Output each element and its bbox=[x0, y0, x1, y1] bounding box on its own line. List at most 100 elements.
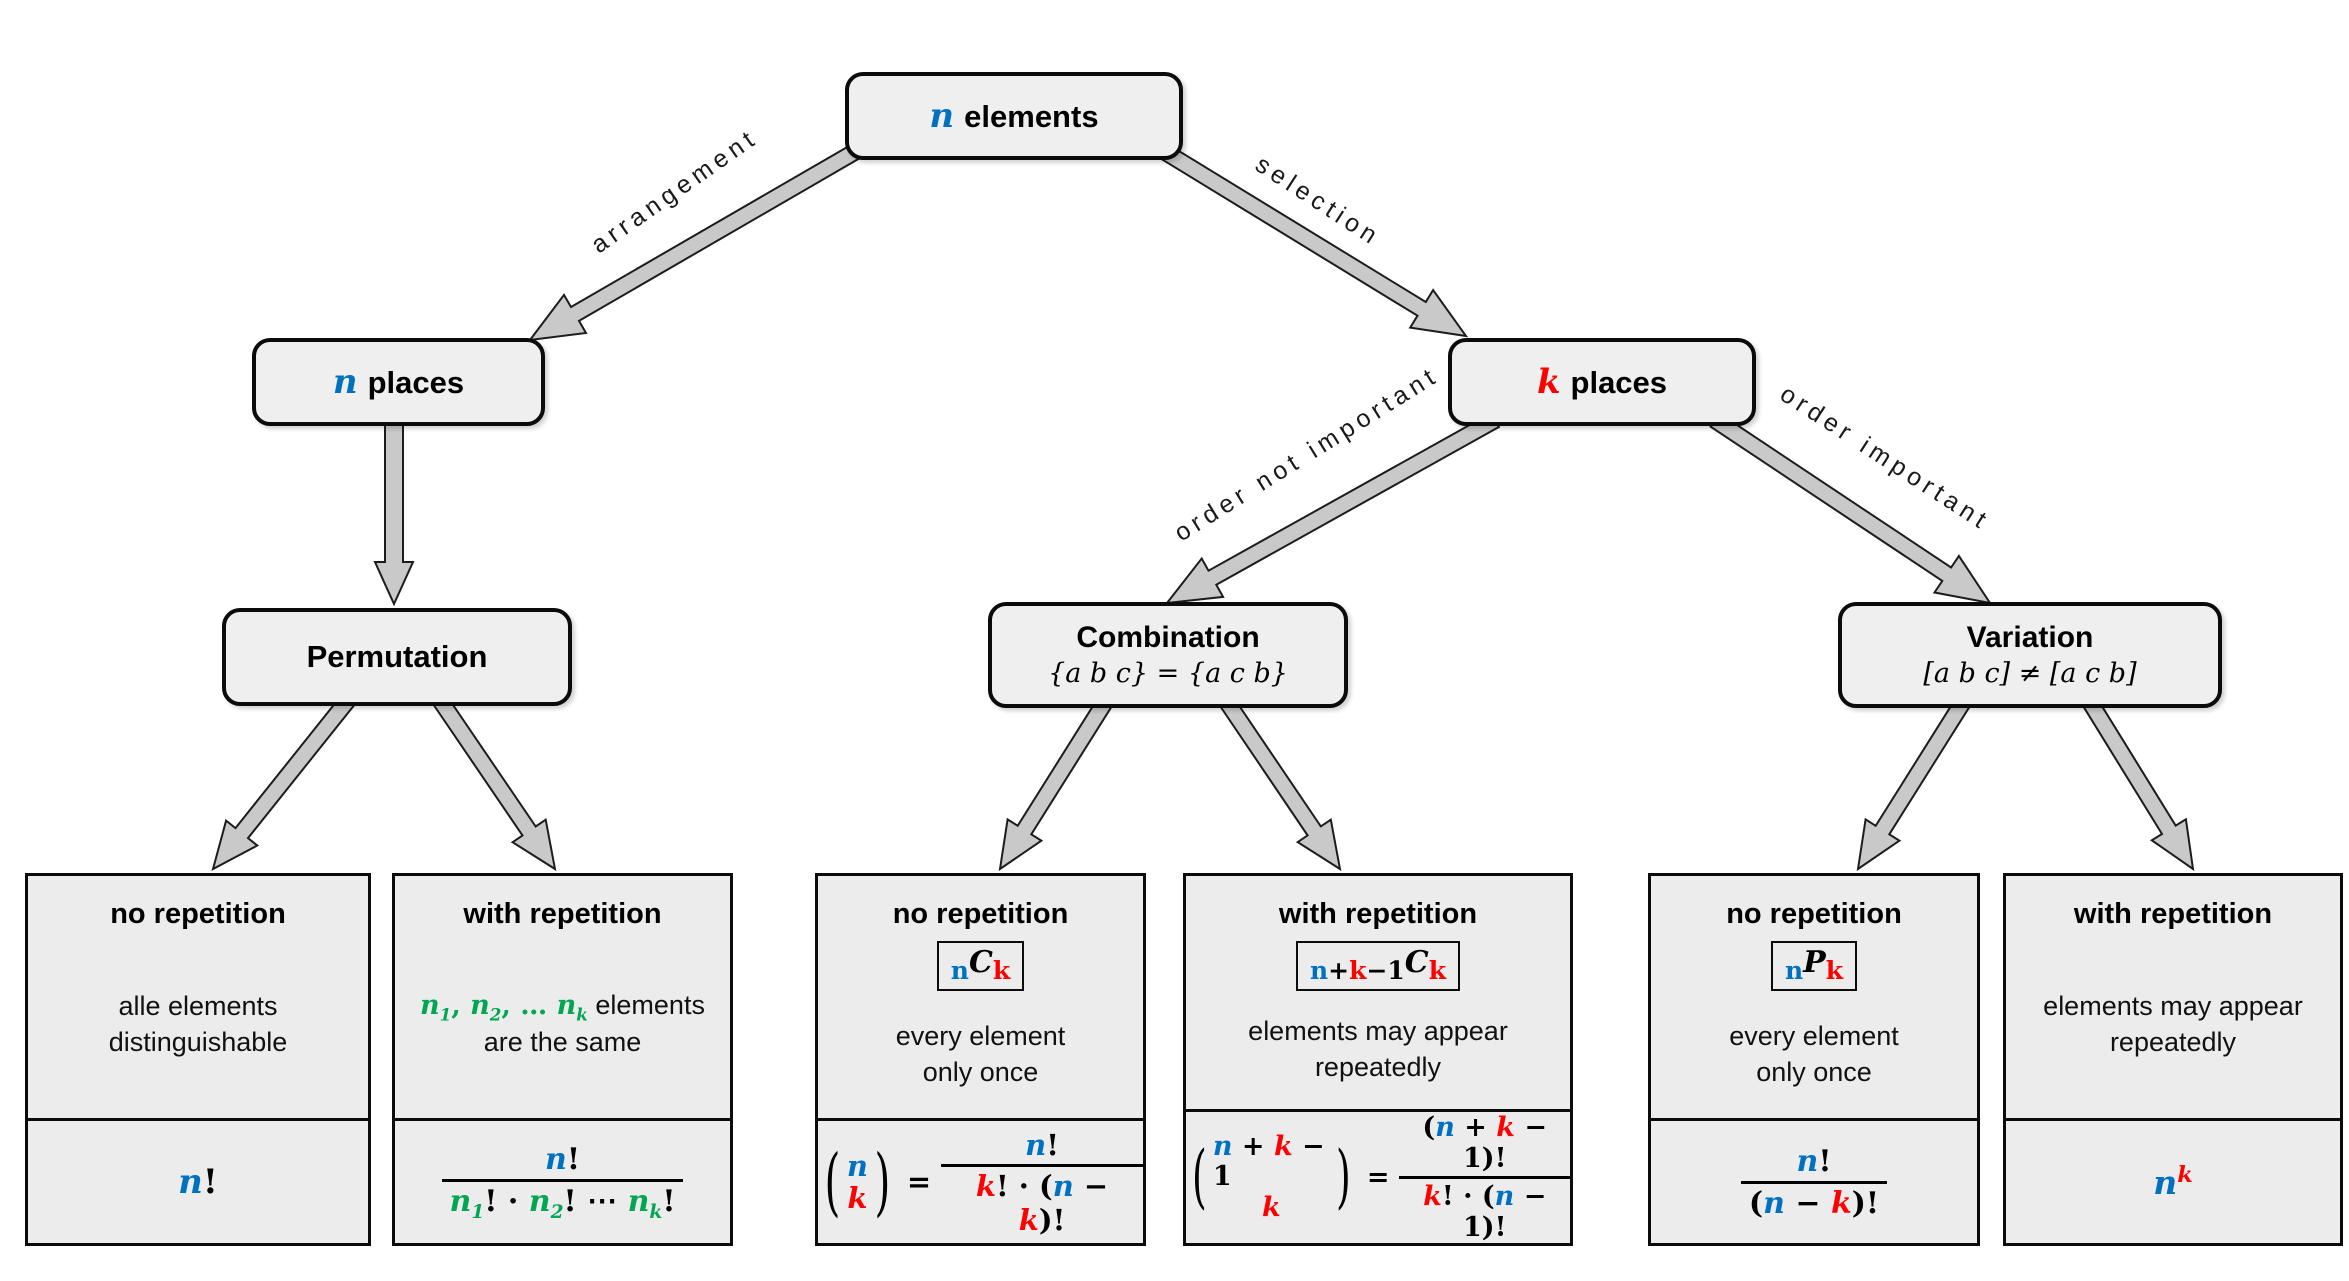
arrow-k-places-to-combination bbox=[1164, 411, 1501, 605]
arrow-variation-to-with-repetition bbox=[2081, 696, 2195, 872]
formula-token: ! ⋯ bbox=[563, 1183, 628, 1219]
description-text: are the same bbox=[483, 1027, 642, 1058]
node-subtitle: [a b c] ≠ [a c b] bbox=[1923, 658, 2137, 689]
formula-token: ! bbox=[1046, 1127, 1059, 1162]
variable-n: n bbox=[929, 96, 955, 136]
formula-token: ! · bbox=[484, 1183, 529, 1219]
formula-token: n bbox=[1052, 1168, 1074, 1203]
formula-token: = bbox=[1366, 1162, 1390, 1193]
leaf-formula: nk bbox=[2006, 1118, 2340, 1243]
leaf-title: with repetition bbox=[463, 898, 662, 930]
formula-token: k bbox=[847, 1181, 868, 1215]
formula-token: n bbox=[420, 989, 440, 1021]
formula-token: ) bbox=[1336, 1137, 1351, 1218]
formula-token: k bbox=[649, 1201, 663, 1223]
leaf-formula: n! (n − k)! bbox=[1651, 1118, 1977, 1243]
formula-token: ! bbox=[202, 1162, 218, 1202]
formula-token: n bbox=[627, 1183, 650, 1219]
node-label: elements bbox=[964, 99, 1099, 134]
formula-token: n bbox=[1435, 1112, 1455, 1143]
leaf-variation-with-repetition: with repetition elements may appear repe… bbox=[2003, 873, 2343, 1246]
formula-token: n bbox=[470, 989, 490, 1021]
formula-token: = bbox=[906, 1165, 932, 1199]
formula-token: ! · ( bbox=[995, 1168, 1053, 1203]
symbol-badge-nCk: nCk bbox=[936, 941, 1025, 991]
arrow-variation-to-no-repetition bbox=[1856, 696, 1972, 872]
formula-token: ) bbox=[874, 1138, 891, 1225]
node-title: Variation bbox=[1966, 621, 2094, 654]
formula-token: n bbox=[1309, 956, 1329, 985]
formula-token: n bbox=[1763, 1185, 1785, 1221]
formula-token: ! bbox=[566, 1141, 580, 1177]
leaf-description: n1, n2, … nk elements are the same bbox=[420, 931, 705, 1118]
symbol-badge-nPk: nPk bbox=[1770, 941, 1858, 991]
formula-token: k bbox=[576, 1004, 588, 1025]
formula-token: P bbox=[1803, 945, 1826, 980]
leaf-formula: n! n1! · n2! ⋯ nk! bbox=[395, 1118, 730, 1243]
node-title: Permutation bbox=[306, 639, 488, 674]
leaf-title: with repetition bbox=[1278, 898, 1478, 930]
arrow-permutation-to-with-repetition bbox=[432, 694, 557, 872]
formula-token: )! bbox=[1038, 1202, 1066, 1237]
formula-token: n bbox=[2153, 1163, 2178, 1202]
formula-token: k bbox=[2177, 1162, 2193, 1188]
formula-token: ! bbox=[1818, 1143, 1832, 1179]
formula-token: k bbox=[1349, 956, 1367, 985]
formula-token: n bbox=[528, 1183, 551, 1219]
node-n-elements: n elements bbox=[845, 72, 1183, 160]
formula-token: n bbox=[545, 1141, 567, 1177]
formula-token: n bbox=[846, 1148, 868, 1183]
formula-token: k bbox=[1018, 1202, 1039, 1237]
arrow-permutation-to-no-repetition bbox=[211, 693, 356, 871]
formula-token: − 1 bbox=[1212, 1131, 1325, 1193]
formula-token: 1 bbox=[471, 1201, 485, 1223]
node-variation: Variation [a b c] ≠ [a c b] bbox=[1838, 602, 2222, 708]
formula-token: −1 bbox=[1366, 956, 1405, 985]
formula-token: k bbox=[1262, 1191, 1281, 1223]
arrow-combination-to-no-repetition bbox=[998, 696, 1114, 872]
formula-token: − 1)! bbox=[1463, 1112, 1548, 1174]
node-label: places bbox=[1570, 365, 1668, 400]
formula-token: n bbox=[449, 1183, 472, 1219]
formula-token: + bbox=[1454, 1112, 1497, 1143]
formula-token: ( bbox=[824, 1138, 841, 1225]
formula-token: 2 bbox=[489, 1004, 502, 1025]
formula-token: ( bbox=[1748, 1185, 1764, 1221]
leaf-description: elements may appear repeatedly bbox=[1248, 1016, 1508, 1082]
leaf-combination-no-repetition: no repetition nCk every element only onc… bbox=[815, 873, 1146, 1246]
variable-k: k bbox=[1536, 362, 1561, 402]
node-permutation: Permutation bbox=[222, 608, 572, 706]
leaf-description: every element only once bbox=[1729, 1020, 1899, 1087]
formula-token: k bbox=[1428, 956, 1447, 985]
leaf-formula: n! bbox=[28, 1118, 368, 1243]
leaf-permutation-with-repetition: with repetition n1, n2, … nk elements ar… bbox=[392, 873, 733, 1246]
leaf-description: alle elements distinguishable bbox=[108, 990, 288, 1057]
formula-token: ! · ( bbox=[1441, 1181, 1495, 1212]
formula-token: n bbox=[1494, 1181, 1515, 1212]
formula-token: + bbox=[1232, 1131, 1274, 1163]
leaf-description: every element only once bbox=[895, 1020, 1066, 1087]
formula-token: k bbox=[992, 956, 1011, 985]
arrow-n-places-to-permutation bbox=[373, 417, 415, 607]
formula-token: k bbox=[1825, 956, 1844, 985]
leaf-title: no repetition bbox=[110, 898, 286, 930]
formula-token: − 1)! bbox=[1463, 1181, 1547, 1243]
arrow-k-places-to-variation bbox=[1709, 411, 1993, 605]
arrow-elements-to-n-places bbox=[527, 141, 864, 342]
node-label: places bbox=[367, 365, 465, 400]
formula-token: ( bbox=[1422, 1112, 1436, 1143]
formula-token: − bbox=[1073, 1168, 1109, 1203]
node-subtitle: {a b c} = {a c b} bbox=[1048, 658, 1288, 689]
formula-token: n bbox=[1212, 1131, 1233, 1163]
node-title: Combination bbox=[1076, 621, 1260, 654]
leaf-title: with repetition bbox=[2073, 898, 2273, 930]
formula-token: − bbox=[1784, 1185, 1831, 1221]
leaf-title: no repetition bbox=[1726, 898, 1902, 930]
formula-token: ! bbox=[662, 1183, 676, 1219]
formula-token: , bbox=[451, 989, 471, 1021]
formula-token: n bbox=[950, 956, 969, 985]
